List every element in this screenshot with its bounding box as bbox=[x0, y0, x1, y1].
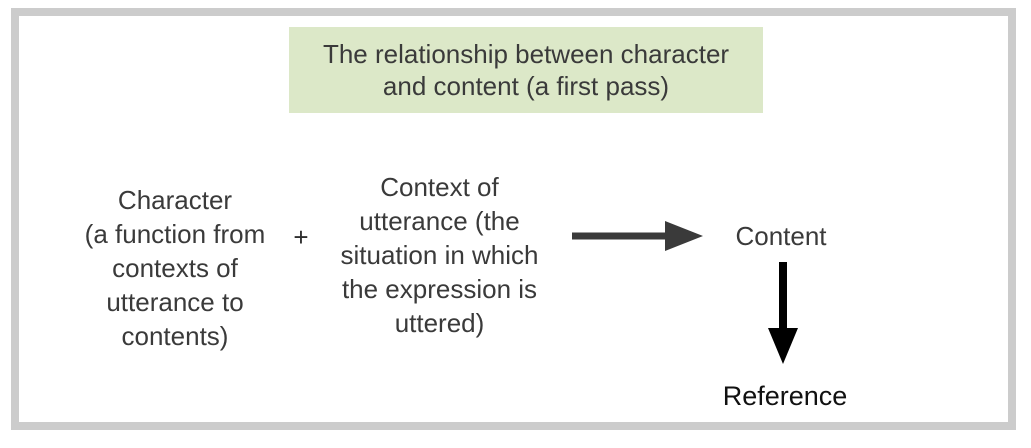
character-line: utterance to bbox=[106, 287, 244, 317]
context-line: Context of bbox=[380, 172, 499, 202]
right-arrow-icon bbox=[572, 221, 703, 251]
title-box: The relationship between character and c… bbox=[289, 27, 763, 113]
plus-operator: + bbox=[293, 222, 309, 252]
title-line-2: and content (a first pass) bbox=[382, 71, 670, 101]
context-line: utterance (the bbox=[359, 206, 520, 236]
context-line: the expression is bbox=[341, 274, 538, 304]
character-line: contents) bbox=[121, 321, 229, 351]
context-line: situation in which bbox=[340, 240, 539, 270]
down-arrow-icon bbox=[768, 262, 798, 364]
content-label: Content bbox=[735, 221, 827, 251]
character-line: (a function from bbox=[84, 219, 266, 249]
character-line: Character bbox=[117, 185, 233, 215]
reference-label: Reference bbox=[722, 381, 848, 411]
context-line: uttered) bbox=[394, 308, 485, 338]
character-line: contexts of bbox=[112, 253, 238, 283]
title-line-1: The relationship between character bbox=[322, 39, 730, 69]
character-block: Character (a function from contexts of u… bbox=[55, 183, 295, 353]
context-block: Context of utterance (the situation in w… bbox=[327, 170, 552, 340]
